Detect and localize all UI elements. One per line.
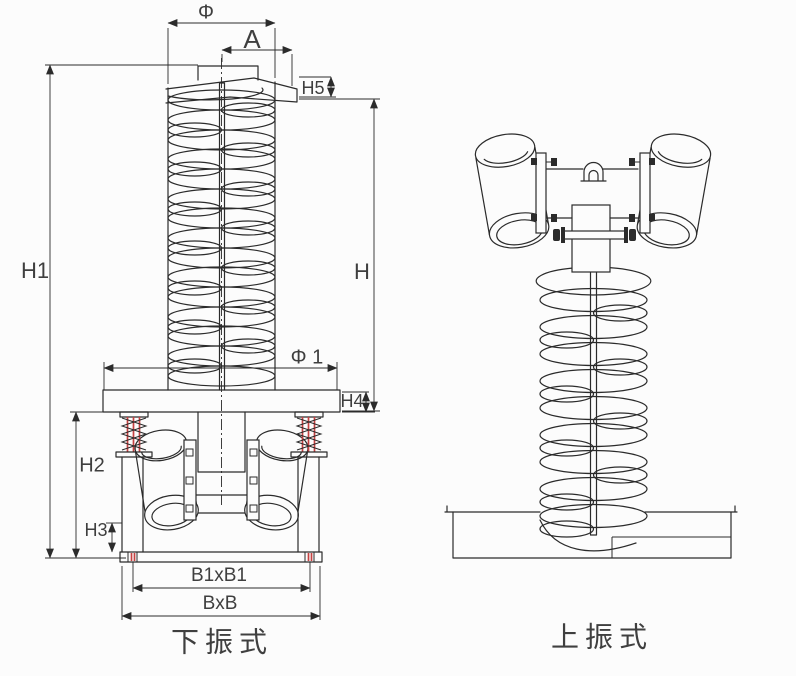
dim-label-h: H xyxy=(354,259,370,284)
inlet-port xyxy=(197,65,259,81)
cross-links xyxy=(545,168,639,219)
spring-left xyxy=(115,411,153,458)
dimension-lines-left-view xyxy=(45,19,380,620)
left-machine-drawing: Φ A H5 H1 H Φ 1 H4 H2 H3 B1xB1 BxB 下振式 xyxy=(21,1,380,657)
body-beam xyxy=(195,494,248,514)
dim-label-phi: Φ xyxy=(198,1,214,23)
motor-mount-plates xyxy=(183,439,260,521)
open-spiral xyxy=(535,266,652,552)
vibrating-body xyxy=(197,411,246,473)
spiral-column xyxy=(165,77,298,391)
dim-label-h3: H3 xyxy=(84,520,107,540)
right-machine-drawing: 上振式 xyxy=(444,133,738,652)
caption-top-vibration: 上振式 xyxy=(551,621,653,652)
support-frame xyxy=(119,456,323,563)
dim-label-h5: H5 xyxy=(301,78,324,98)
dim-label-h4: H4 xyxy=(340,391,363,411)
top-motor-right xyxy=(636,133,712,249)
dim-label-h2: H2 xyxy=(79,454,105,476)
lifting-eye xyxy=(580,161,607,182)
spring-right xyxy=(290,411,328,458)
column-clamp xyxy=(553,227,636,243)
top-motor-left-mount xyxy=(531,152,557,234)
floor-slab xyxy=(444,505,738,559)
base-plate xyxy=(102,389,341,413)
caption-bottom-vibration: 下振式 xyxy=(171,626,273,657)
dim-label-h1: H1 xyxy=(21,258,49,283)
dim-label-bxb: BxB xyxy=(203,593,238,614)
dim-label-a: A xyxy=(243,24,261,54)
dim-label-b1xb1: B1xB1 xyxy=(191,565,247,586)
top-motor-right-mount xyxy=(629,152,655,234)
dim-label-phi1: Φ 1 xyxy=(291,346,324,368)
